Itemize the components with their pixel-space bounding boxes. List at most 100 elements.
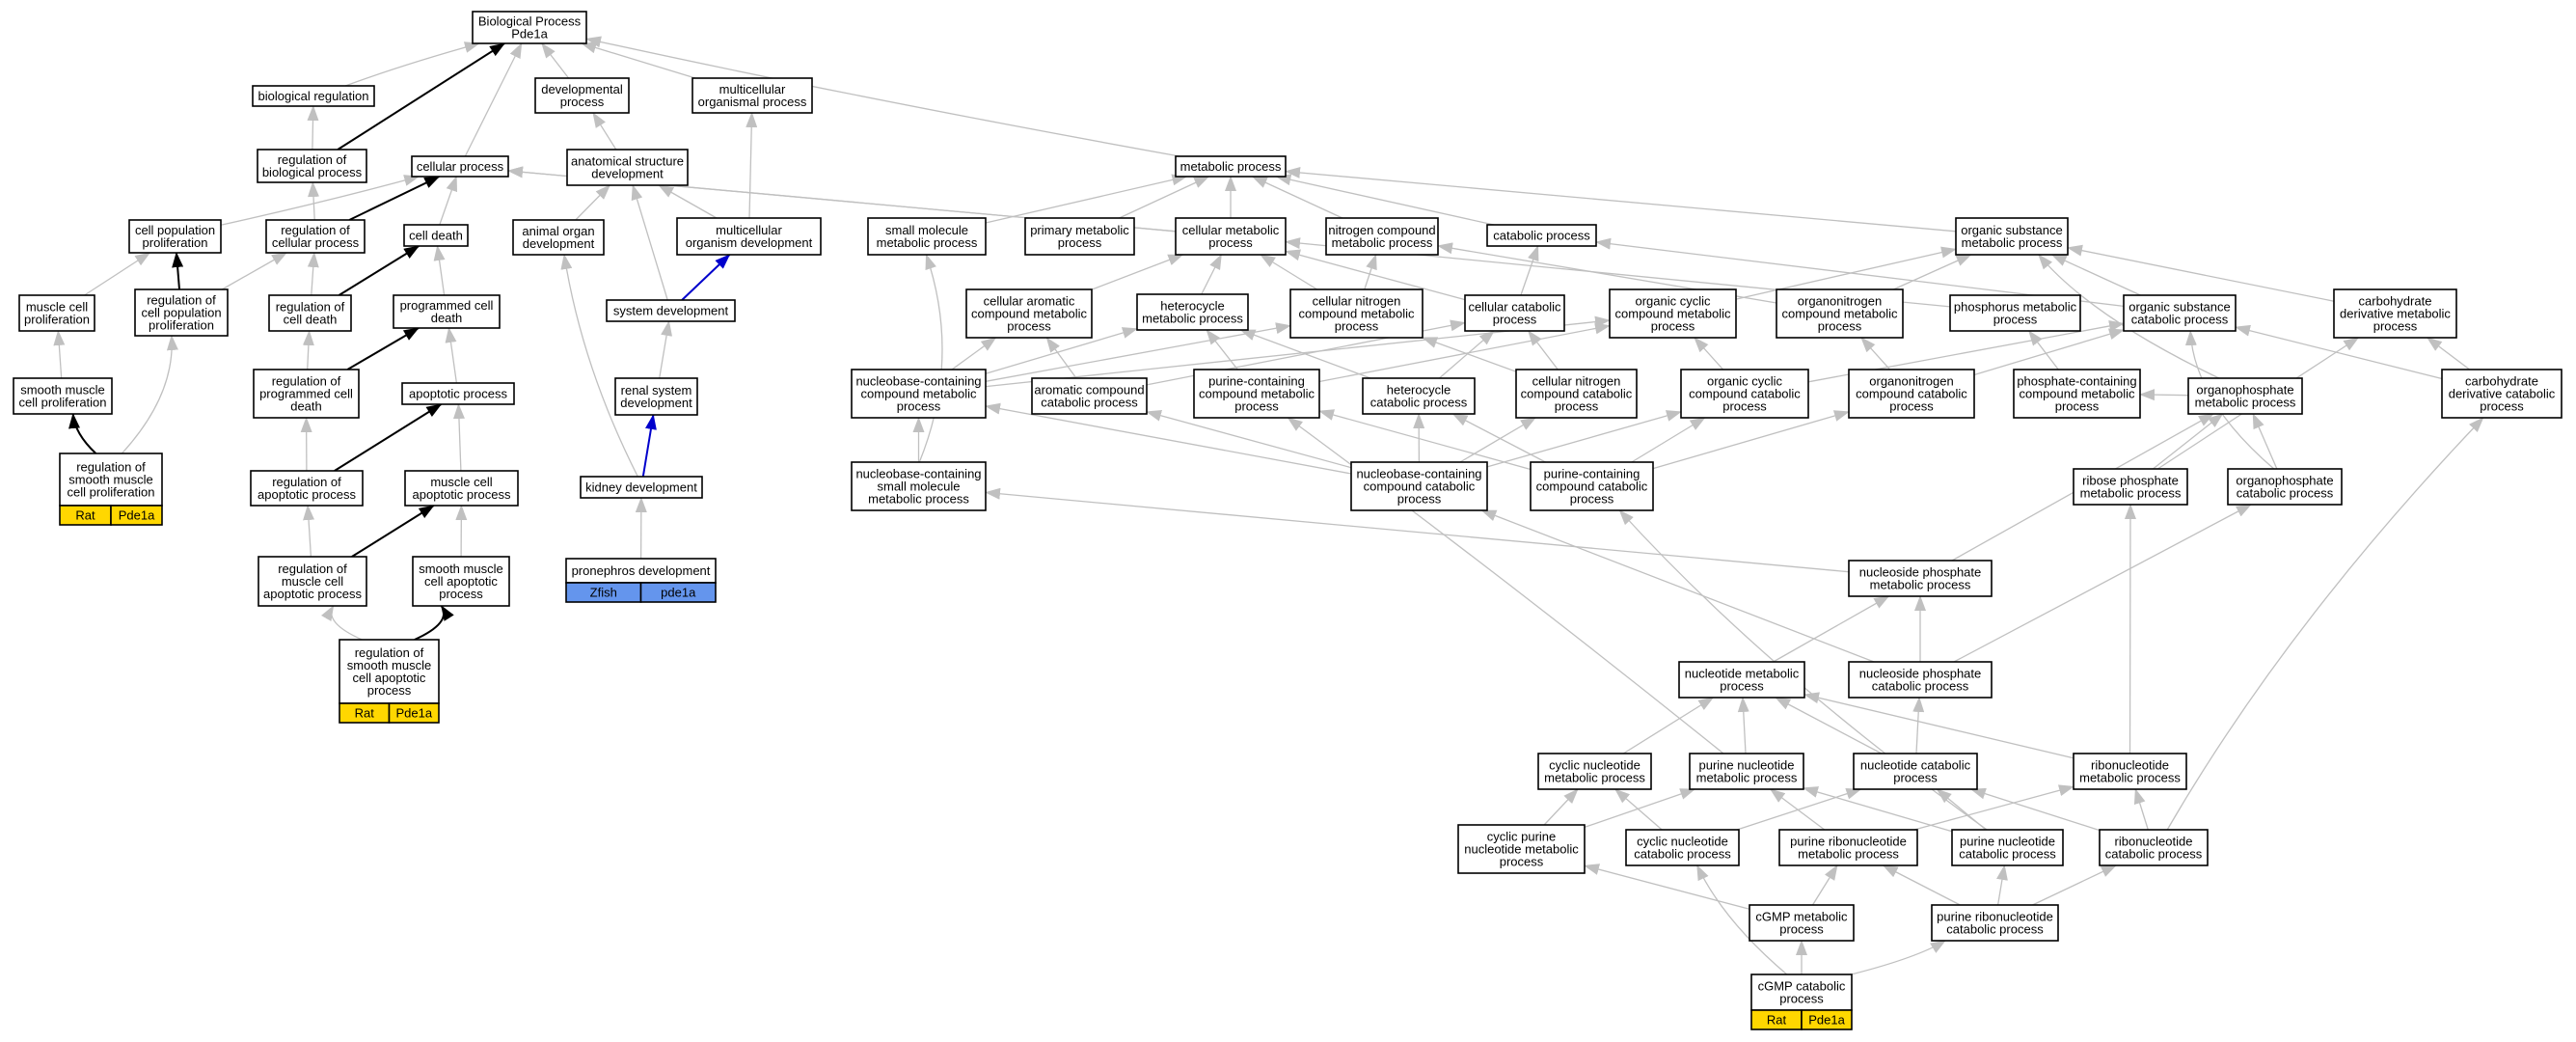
tag-species-label: Rat: [1767, 1013, 1787, 1028]
edge-nitrogen-to-metab: [1251, 176, 1343, 219]
go-term-kidneydev[interactable]: kidney development: [580, 476, 703, 499]
go-term-cellproc[interactable]: cellular process: [411, 155, 509, 178]
edge-cgmpmet-to-cycpurnuc: [1584, 864, 1750, 910]
node-box: [1853, 753, 1978, 790]
node-label-line: catabolic process: [1370, 396, 1468, 410]
node-label-line: apoptotic process: [409, 387, 507, 401]
go-term-metab[interactable]: metabolic process: [1175, 155, 1287, 178]
edge-cycpurnuc-to-cycnucmet: [1543, 788, 1579, 826]
go-term-sysdev[interactable]: system development: [606, 299, 736, 322]
node-label-line: renal system: [621, 383, 692, 398]
node-label-line: muscle cell: [282, 574, 343, 589]
edge-aromcat-to-cellarom: [1045, 337, 1077, 379]
node-label-line: compound catabolic: [1364, 480, 1476, 494]
go-term-apoptotic[interactable]: apoptotic process: [401, 382, 515, 405]
node-label-line: cell death: [284, 313, 338, 327]
node-label-line: carbohydrate: [2465, 374, 2538, 389]
node-label-line: apoptotic process: [263, 587, 362, 601]
go-term-bioreg[interactable]: biological regulation: [252, 85, 375, 107]
edge-purinecontcat-to-orgcyccat: [1631, 417, 1706, 463]
edge-purnuccat-to-purnucmet: [1803, 786, 1953, 833]
node-box: [2073, 468, 2188, 506]
edge-organonitrocat-to-orgsubcat: [1973, 328, 2125, 376]
go-term-catab[interactable]: catabolic process: [1486, 224, 1597, 247]
go-term-celldeath[interactable]: cell death: [403, 224, 469, 247]
node-label-line: process: [1993, 313, 2038, 327]
node-box: [512, 219, 605, 256]
node-box: [257, 149, 367, 183]
go-term-proneph[interactable]: pronephros development: [565, 558, 717, 584]
node-label-line: cellular catabolic: [1468, 300, 1561, 315]
edge-sysdev-to-multidev: [681, 254, 731, 301]
edge-cellarom-to-cellmetab: [1091, 254, 1184, 290]
